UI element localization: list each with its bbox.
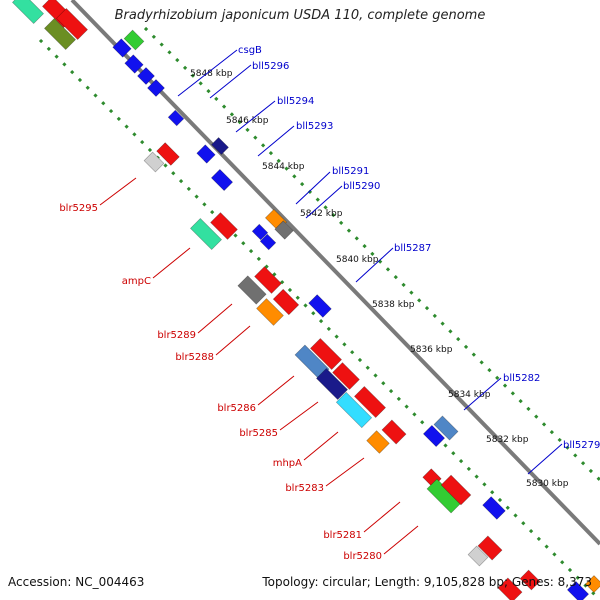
forward-gene-label[interactable]: blr5283	[285, 483, 324, 494]
reverse-gene-block[interactable]	[137, 67, 155, 85]
reverse-gene-label[interactable]: bll5279	[563, 440, 600, 451]
reverse-gene-label[interactable]: csgB	[238, 45, 262, 56]
reverse-gene-label[interactable]: bll5287	[394, 243, 431, 254]
forward-gene-label[interactable]: mhpA	[273, 458, 302, 469]
reverse-gene-label[interactable]: bll5282	[503, 373, 540, 384]
reverse-gene-block[interactable]	[123, 29, 145, 51]
reverse-gene-block[interactable]	[433, 415, 459, 441]
forward-gene-block[interactable]	[156, 142, 180, 166]
reverse-gene-block[interactable]	[147, 79, 165, 97]
forward-gene-block[interactable]	[254, 266, 282, 294]
forward-gene-block[interactable]	[190, 218, 222, 250]
tick-label: 5848 kbp	[190, 69, 233, 79]
tick-label: 5836 kbp	[410, 345, 453, 355]
forward-gene-label[interactable]: blr5280	[343, 551, 382, 562]
forward-gene-label[interactable]: blr5281	[323, 530, 362, 541]
forward-gene-block[interactable]	[256, 298, 284, 326]
forward-gene-block[interactable]	[310, 338, 342, 370]
forward-gene-block[interactable]	[440, 474, 472, 506]
accession-label: Accession: NC_004463	[8, 575, 145, 589]
forward-genes	[12, 0, 541, 600]
backbone	[70, 0, 600, 546]
reverse-gene-block[interactable]	[112, 38, 132, 58]
forward-gene-label[interactable]: blr5285	[239, 428, 278, 439]
reverse-gene-block[interactable]	[196, 144, 216, 164]
reverse-gene-block[interactable]	[259, 233, 277, 251]
forward-gene-block[interactable]	[44, 18, 76, 50]
forward-gene-block[interactable]	[366, 430, 390, 454]
forward-gene-block[interactable]	[210, 212, 238, 240]
reverse-gene-label[interactable]: bll5291	[332, 166, 369, 177]
genome-summary: Topology: circular; Length: 9,105,828 bp…	[262, 575, 592, 589]
reverse-gene-block[interactable]	[167, 109, 185, 127]
forward-gene-block[interactable]	[335, 391, 373, 429]
forward-gene-label[interactable]: blr5286	[217, 403, 256, 414]
reverse-gene-block[interactable]	[585, 575, 600, 593]
tick-label: 5834 kbp	[448, 390, 491, 400]
forward-gene-block[interactable]	[354, 386, 386, 418]
reverse-track	[143, 26, 600, 482]
forward-gene-label[interactable]: ampC	[122, 276, 151, 287]
forward-gene-block[interactable]	[467, 545, 489, 567]
map-title: Bradyrhizobium japonicum USDA 110, compl…	[114, 8, 486, 23]
reverse-gene-label[interactable]: bll5293	[296, 121, 333, 132]
forward-gene-block[interactable]	[497, 577, 523, 600]
reverse-gene-block[interactable]	[251, 223, 269, 241]
reverse-genes	[112, 29, 600, 600]
forward-gene-block[interactable]	[143, 151, 165, 173]
tick-label: 5838 kbp	[372, 300, 415, 310]
reverse-gene-block[interactable]	[274, 220, 294, 240]
reverse-gene-label[interactable]: bll5296	[252, 61, 289, 72]
forward-gene-label[interactable]: blr5288	[175, 352, 214, 363]
reverse-gene-block[interactable]	[211, 137, 229, 155]
reverse-gene-block[interactable]	[422, 424, 446, 448]
forward-gene-label[interactable]: blr5295	[59, 203, 98, 214]
reverse-gene-label[interactable]: bll5290	[343, 181, 380, 192]
forward-gene-block[interactable]	[381, 419, 407, 445]
tick-label: 5846 kbp	[226, 116, 269, 126]
reverse-gene-block[interactable]	[210, 168, 234, 192]
forward-gene-block[interactable]	[12, 0, 44, 24]
forward-gene-block[interactable]	[316, 368, 348, 400]
reverse-gene-label[interactable]: bll5294	[277, 96, 314, 107]
tick-label: 5840 kbp	[336, 255, 379, 265]
reverse-gene-block[interactable]	[566, 580, 590, 600]
forward-gene-block[interactable]	[332, 362, 360, 390]
tick-label: 5844 kbp	[262, 162, 305, 172]
reverse-gene-block[interactable]	[308, 294, 332, 318]
forward-gene-label[interactable]: blr5289	[157, 330, 196, 341]
forward-gene-block[interactable]	[272, 288, 300, 316]
forward-gene-block[interactable]	[477, 535, 503, 561]
reverse-gene-block[interactable]	[482, 496, 506, 520]
tick-label: 5832 kbp	[486, 435, 529, 445]
tick-label: 5842 kbp	[300, 209, 343, 219]
forward-gene-block[interactable]	[237, 275, 267, 305]
reverse-gene-block[interactable]	[124, 54, 144, 74]
forward-gene-block[interactable]	[519, 569, 541, 591]
tick-label: 5830 kbp	[526, 479, 569, 489]
forward-gene-block[interactable]	[56, 8, 88, 40]
